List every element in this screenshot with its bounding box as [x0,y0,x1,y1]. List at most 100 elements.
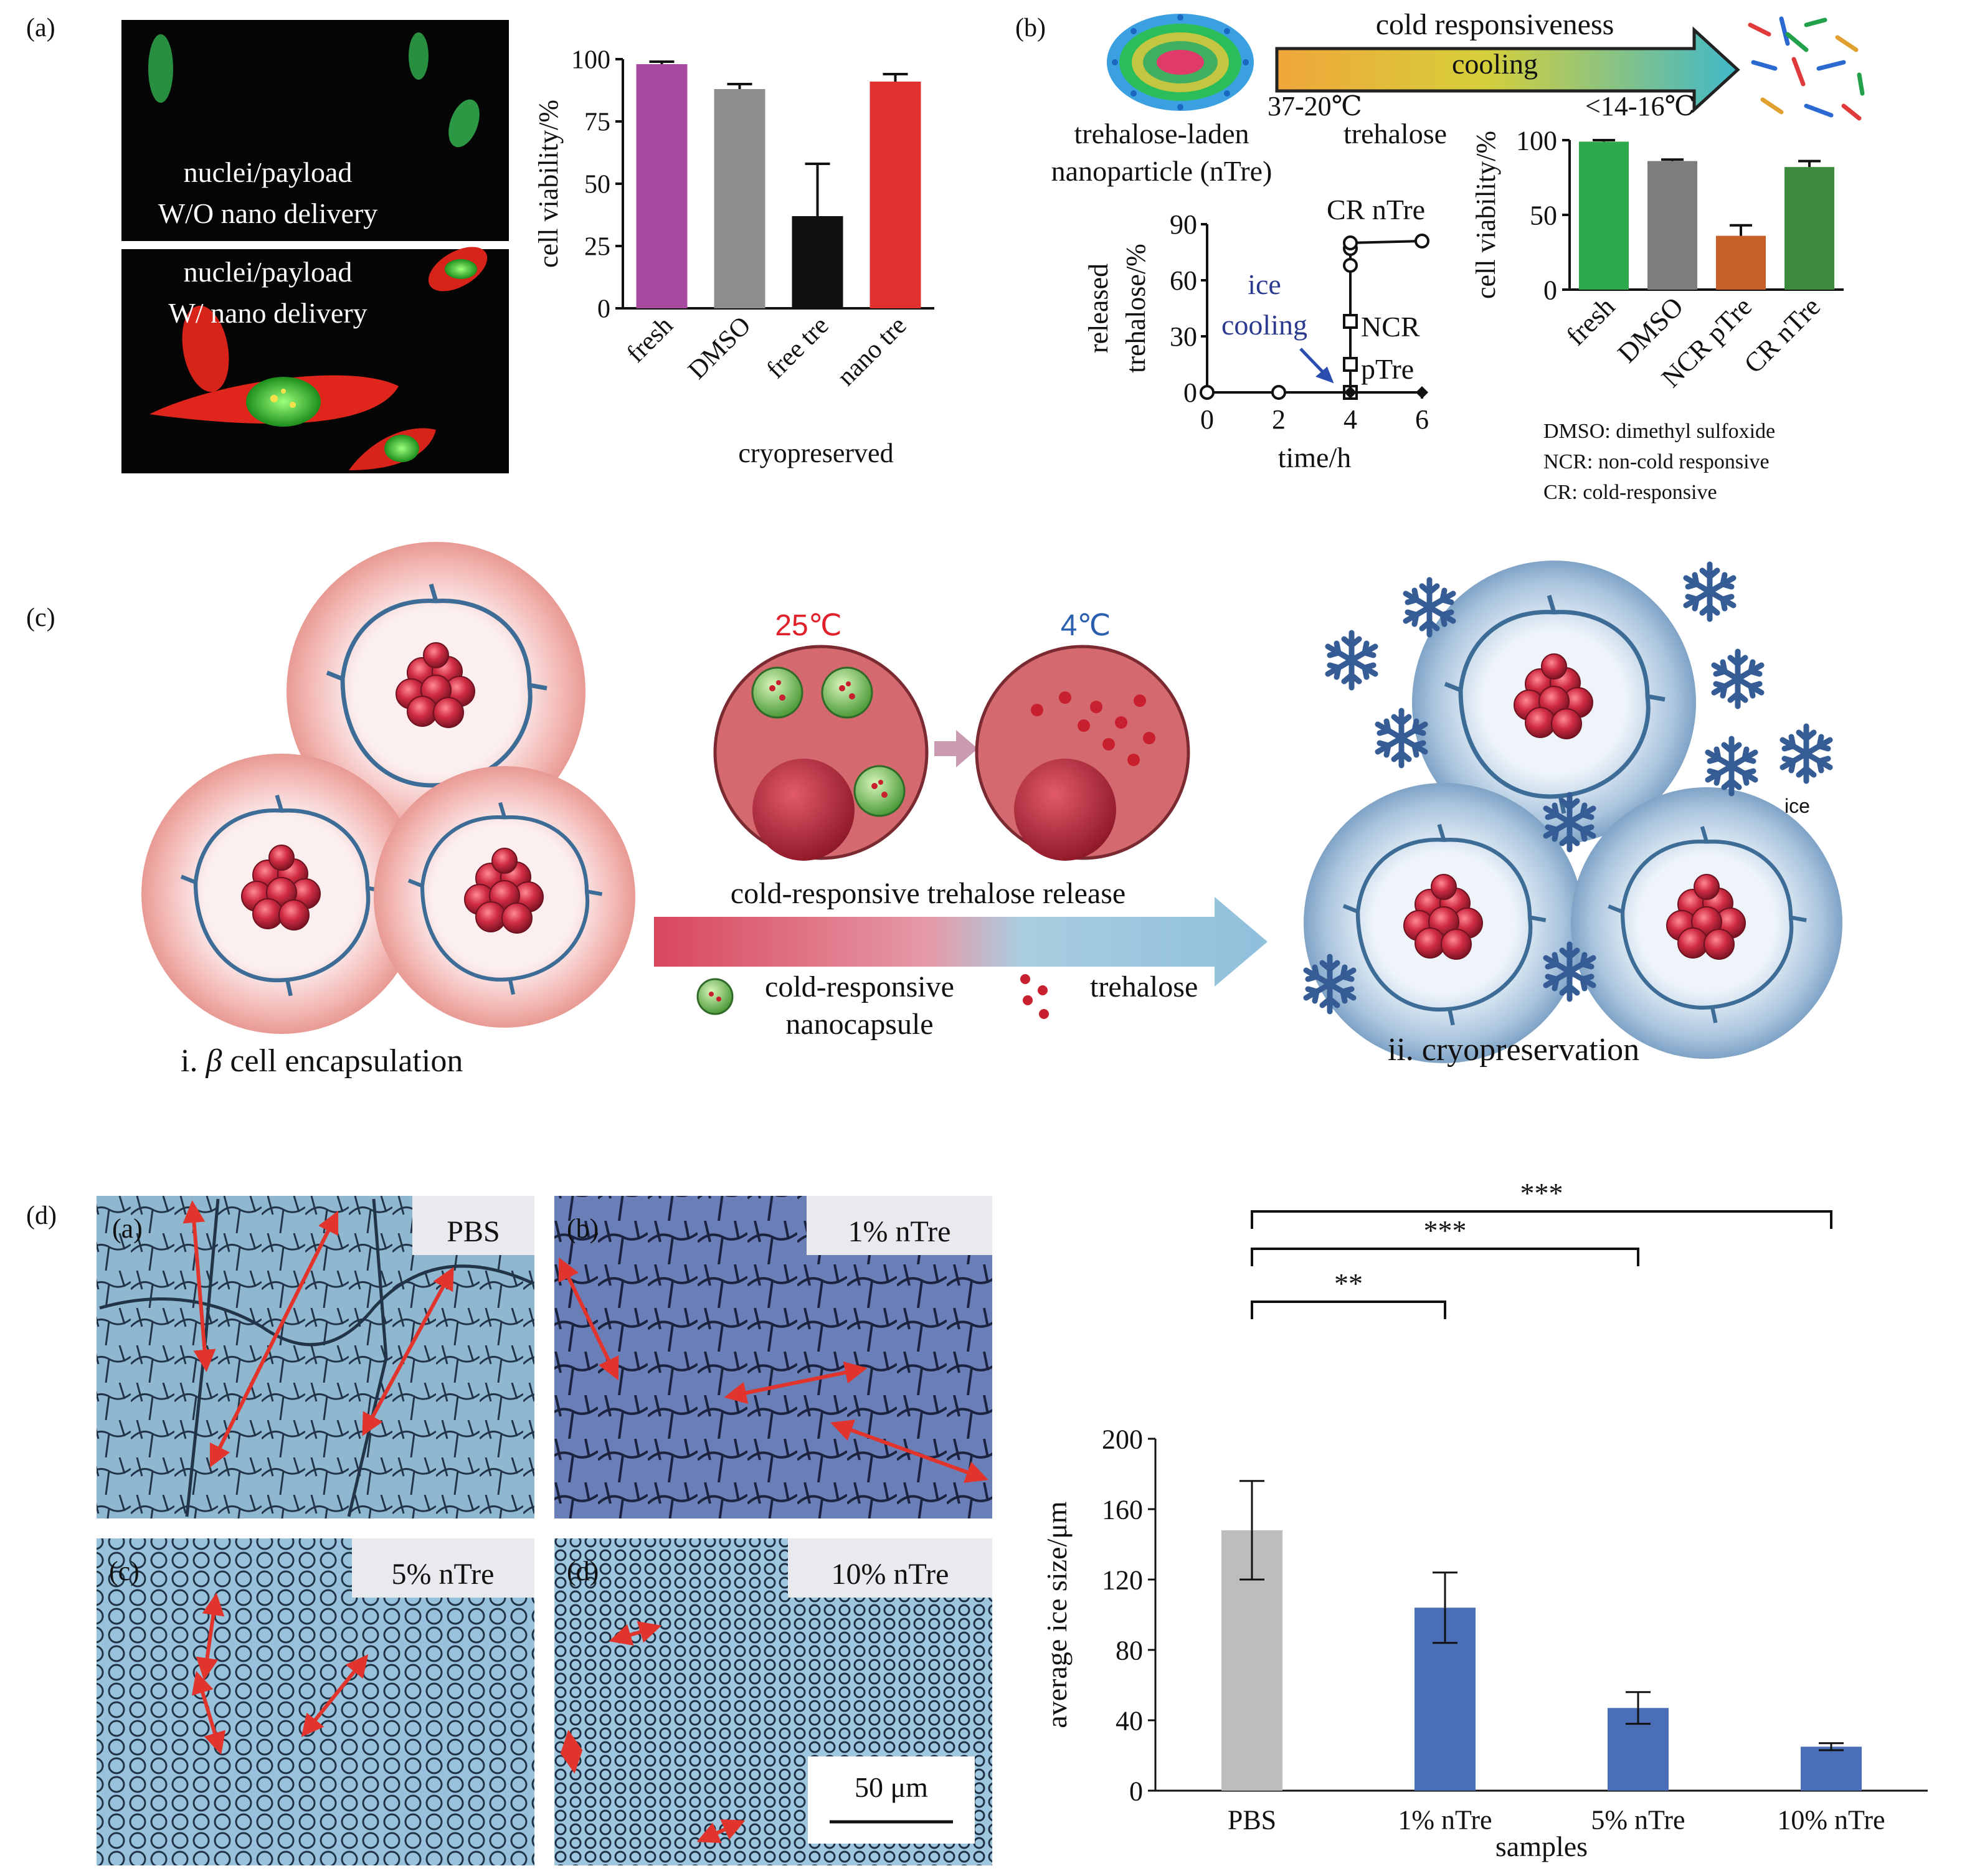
bar [1784,167,1834,290]
temp-cold: 4℃ [1061,609,1111,642]
legend-line-1: NCR: non-cold responsive [1543,450,1770,473]
y-axis-label: average ice size/μm [1041,1501,1073,1728]
data-point [1416,386,1428,399]
released-trehalose-illustration [1748,16,1865,121]
y-axis-label: cell viability/% [533,100,564,268]
x-tick-label: fresh [622,311,679,369]
nanocapsule-legend: cold-responsive nanocapsule trehalose [696,970,1198,1041]
x-tick-label: nano tre [832,311,912,392]
tile-label-5pct: 5% nTre [392,1558,495,1591]
encapsulated-cells-cold [1304,561,1842,1063]
tile-sub-a: (a) [112,1213,143,1244]
bar [792,216,843,308]
ice-micrograph-1pct: 1% nTre (b) [554,1196,992,1518]
bar [636,64,688,308]
significance-stars: ** [1334,1267,1363,1299]
x-axis-label: time/h [1278,442,1352,473]
significance-bracket [1251,1248,1639,1266]
micro-top-line1: nuclei/payload [184,156,353,188]
x-tick-label: 6 [1415,404,1429,435]
significance-bracket [1251,1300,1446,1319]
y-axis-label: cell viability/% [1471,131,1501,299]
bar [870,82,921,308]
x-tick-label: CR nTre [1738,291,1826,379]
cooling-arrow: cold responsiveness cooling 37-20℃ <14-1… [1268,8,1740,121]
x-tick-label: 2 [1272,404,1286,435]
nano-line2: nanocapsule [785,1008,933,1041]
x-tick-label: 1% nTre [1398,1805,1492,1836]
y-tick-label: 0 [1129,1776,1143,1806]
y-tick-label: 0 [1183,377,1197,408]
y-tick-label: 100 [571,46,610,75]
encapsulation-to-cryo-arrow [654,897,1268,987]
annotation-ptre: pTre [1361,353,1414,385]
nanoparticle-illustration [1107,14,1254,111]
y-tick-label: 60 [1170,265,1197,296]
legend-line-0: DMSO: dimethyl sulfoxide [1543,420,1775,443]
y-tick-label: 160 [1102,1494,1143,1525]
tile-sub-c: (c) [109,1556,140,1586]
trehalose-label: trehalose [1344,118,1447,149]
temp-right: <14-16℃ [1585,91,1695,121]
y-tick-label: 40 [1116,1705,1143,1736]
data-point [1200,385,1215,400]
np-line1: trehalose-laden [1074,118,1249,149]
release-inset: 25℃ 4℃ [713,609,1190,861]
panel-label-c: (c) [26,604,55,632]
bar [714,89,765,308]
y-tick-label: 25 [584,233,610,262]
y-tick-label: 50 [1530,200,1557,230]
y-axis-label-line2: trehalose/% [1121,244,1151,373]
ice-micrograph-10pct: 10% nTre (d) 50 μm [554,1538,992,1865]
data-point [1343,235,1358,250]
tile-label-10pct: 10% nTre [832,1558,949,1591]
micro-top-line2: W/O nano delivery [158,197,378,229]
tile-label-pbs: PBS [447,1215,500,1248]
x-tick-label: PBS [1228,1805,1276,1836]
tile-label-1pct: 1% nTre [848,1215,951,1248]
x-tick-label: DMSO [683,311,756,385]
temp-warm: 25℃ [775,609,841,642]
significance-stars: *** [1424,1215,1467,1246]
data-point [1271,385,1286,400]
y-tick-label: 90 [1170,209,1197,240]
cooling-pointer-head [1315,366,1334,384]
bar [1716,235,1766,290]
x-tick-label: 4 [1344,404,1357,435]
data-point [1415,234,1429,249]
micro-bottom-line2: W/ nano delivery [168,297,367,329]
data-point [1343,357,1358,372]
data-point [1344,386,1357,399]
step2-label: ii. cryopreservation [1388,1032,1639,1068]
y-tick-label: 30 [1170,321,1197,352]
y-tick-label: 50 [584,171,610,199]
tile-sub-d: (d) [567,1556,599,1586]
np-line2: nanoparticle (nTre) [1051,155,1272,187]
micrograph-without-nano: nuclei/payload W/O nano delivery [121,20,509,241]
y-tick-label: 80 [1116,1635,1143,1665]
y-tick-label: 200 [1102,1424,1143,1454]
tile-sub-b: (b) [567,1213,599,1244]
bar [1647,161,1697,290]
arrow-title: cold responsiveness [1376,8,1614,41]
arrow-inner: cooling [1452,48,1538,80]
temp-left: 37-20℃ [1268,91,1362,121]
data-point [1343,314,1358,329]
ice-micrograph-5pct: 5% nTre (c) [97,1538,534,1865]
x-axis-label: cryopreserved [738,438,893,468]
ice-micrograph-pbs: PBS (a) [97,1196,534,1518]
y-axis-label-line1: released [1083,263,1114,353]
y-tick-label: 0 [597,295,610,324]
trehalose-legend: trehalose [1090,970,1198,1003]
step1-label: i. β cell encapsulation [181,1043,463,1079]
panel-label-d: (d) [26,1201,57,1230]
x-tick-label: free tre [761,311,834,384]
ice-label: ice [1784,795,1810,817]
x-tick-label: fresh [1560,291,1621,351]
x-tick-label: 10% nTre [1777,1805,1885,1836]
micrograph-with-nano: nuclei/payload W/ nano delivery [121,247,509,473]
